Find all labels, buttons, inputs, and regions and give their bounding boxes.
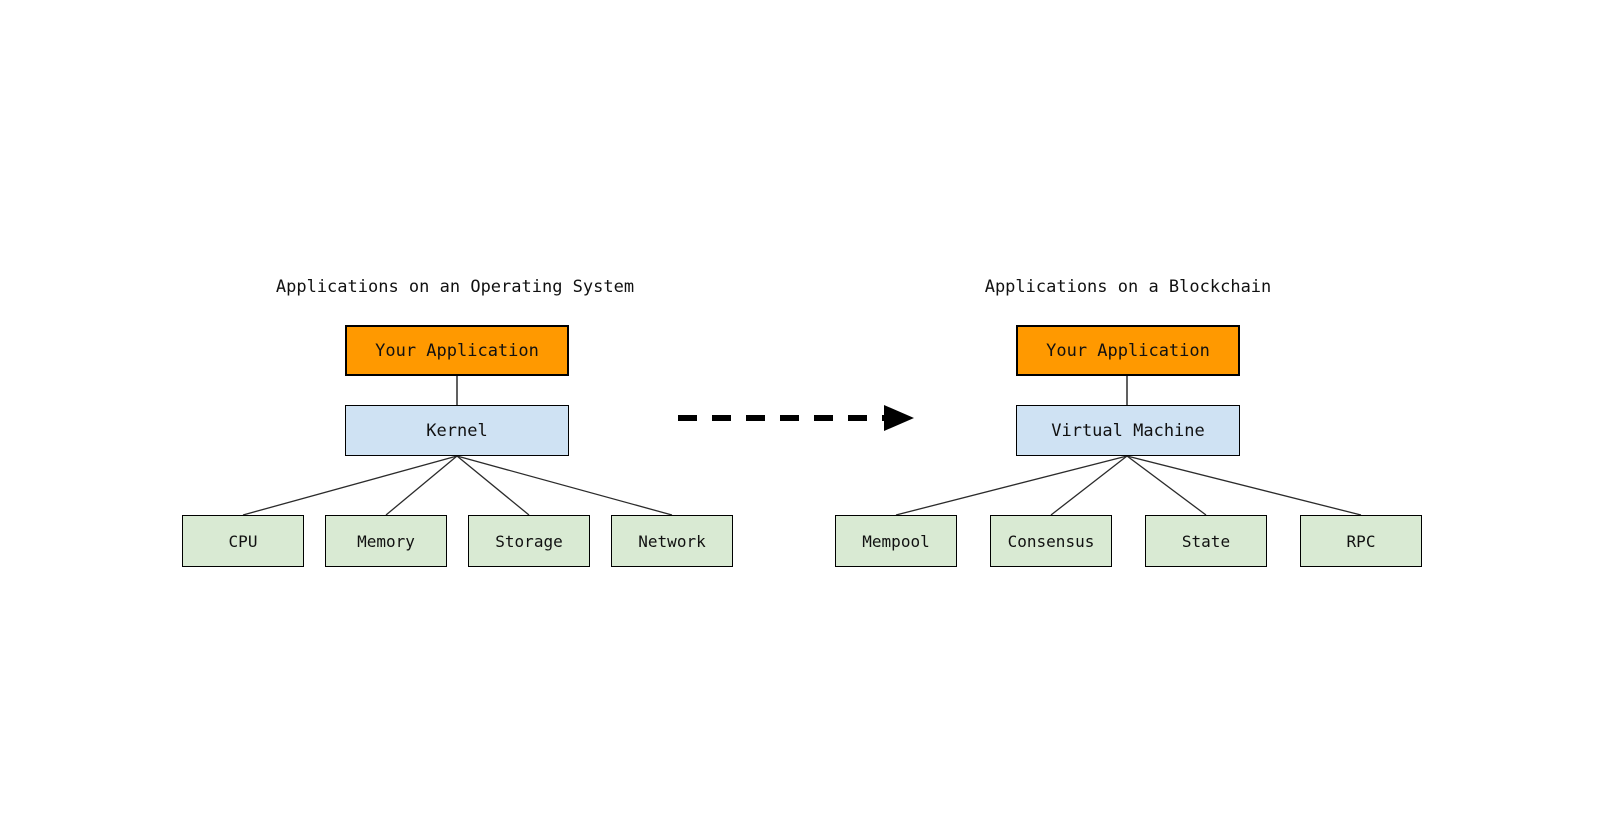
right-fan-vm-state [1126, 455, 1207, 516]
node-state: State [1145, 515, 1267, 567]
node-kernel: Kernel [345, 405, 569, 456]
left-tree-title: Applications on an Operating System [275, 277, 635, 297]
left-fan-kernel-network [456, 455, 673, 516]
left-fan-kernel-storage [456, 455, 530, 516]
node-your-application-os: Your Application [345, 325, 569, 376]
node-rpc: RPC [1300, 515, 1422, 567]
node-your-application-blockchain: Your Application [1016, 325, 1240, 376]
node-storage: Storage [468, 515, 590, 567]
right-fan-vm-consensus [1050, 455, 1128, 516]
node-consensus: Consensus [990, 515, 1112, 567]
transition-arrow-head [884, 405, 914, 431]
left-fan-kernel-cpu [242, 455, 458, 516]
node-network: Network [611, 515, 733, 567]
right-fan-vm-rpc [1126, 455, 1362, 516]
node-memory: Memory [325, 515, 447, 567]
node-mempool: Mempool [835, 515, 957, 567]
right-fan-vm-mempool [895, 455, 1128, 516]
node-cpu: CPU [182, 515, 304, 567]
transition-arrow [678, 405, 914, 431]
node-virtual-machine: Virtual Machine [1016, 405, 1240, 456]
right-tree-title: Applications on a Blockchain [984, 277, 1272, 297]
left-fan-kernel-memory [385, 455, 458, 516]
